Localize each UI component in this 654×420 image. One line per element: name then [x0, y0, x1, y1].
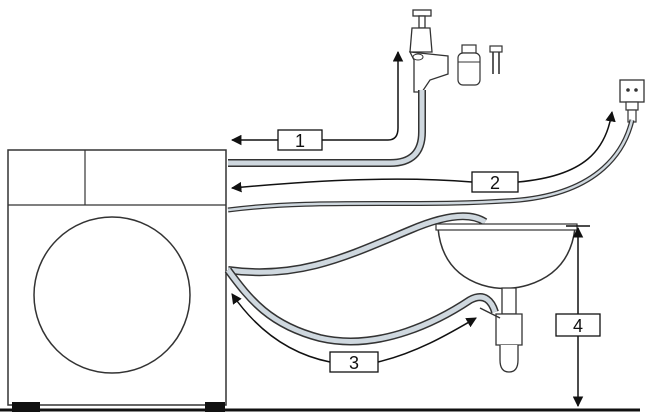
water-tap-icon — [408, 9, 449, 93]
washing-machine-icon — [7, 149, 227, 412]
callout-1-arrows — [230, 50, 404, 146]
drain-trap-icon — [479, 287, 523, 373]
filter-part-icon — [457, 44, 481, 86]
callout-3-arrows — [231, 293, 477, 363]
callout-2: 2 — [471, 171, 519, 193]
inlet-hose — [228, 90, 426, 167]
callout-4-height-arrow — [566, 225, 590, 408]
callout-3: 3 — [329, 351, 379, 373]
callout-4: 4 — [555, 313, 601, 337]
power-socket-icon — [619, 79, 645, 123]
sink-icon — [435, 223, 578, 290]
callout-1-label: 1 — [295, 131, 305, 151]
connector-part-icon — [489, 45, 503, 74]
callout-4-label: 4 — [573, 316, 583, 336]
callout-1: 1 — [277, 129, 323, 151]
callout-2-arrows — [230, 110, 616, 193]
callout-2-label: 2 — [490, 173, 500, 193]
callout-3-label: 3 — [349, 353, 359, 373]
